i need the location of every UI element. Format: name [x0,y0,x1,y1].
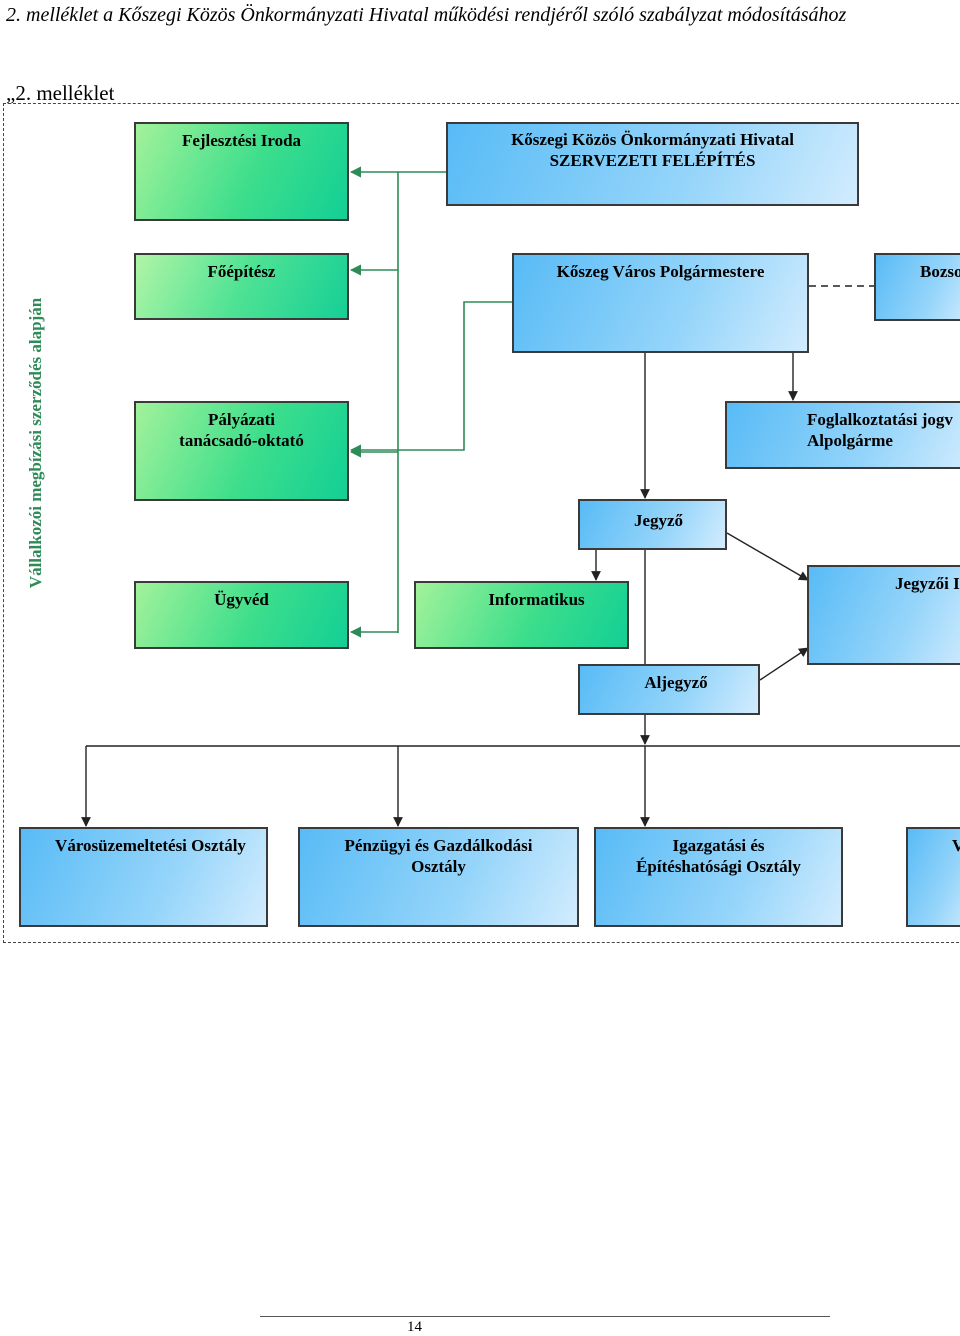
box-polgarmester: Kőszeg Város Polgármestere [512,253,809,353]
box-aljegyzo: Aljegyző [578,664,760,715]
box-hivatal-title: Kőszegi Közös Önkormányzati Hivatal SZER… [446,122,859,206]
box-igazgatasi: Igazgatási és Építéshatósági Osztály [594,827,843,927]
arrow-polgarmester-to-palyazati [349,301,512,456]
footer-rule [260,1316,830,1317]
annex-label: „2. melléklet [6,81,115,105]
document-heading: 2. melléklet a Kőszegi Közös Önkormányza… [6,4,847,26]
box-fejlesztesi-iroda: Fejlesztési Iroda [134,122,349,221]
box-informatikus: Informatikus [414,581,629,649]
box-bozso: Bozso [874,253,960,321]
box-jegyzo: Jegyző [578,499,727,550]
box-v-department: V [906,827,960,927]
box-varosuzemeltetesi: Városüzemeltetési Osztály [19,827,268,927]
dashed-frame [3,103,960,943]
box-palyazati: Pályázati tanácsadó-oktató [134,401,349,501]
green-trunk-line [397,171,448,633]
arrow-aljegyzo-to-jegyzoi [759,647,809,681]
box-ugyved: Ügyvéd [134,581,349,649]
arrow-to-jegyzoi [726,532,809,581]
box-jegyzoi: Jegyzői I [807,565,960,665]
box-alpolgarmester: Foglalkoztatási jogv Alpolgárme [725,401,960,469]
box-foepitesz: Főépítész [134,253,349,320]
page-number: 14 [407,1319,422,1335]
box-penzugyi: Pénzügyi és Gazdálkodási Osztály [298,827,579,927]
